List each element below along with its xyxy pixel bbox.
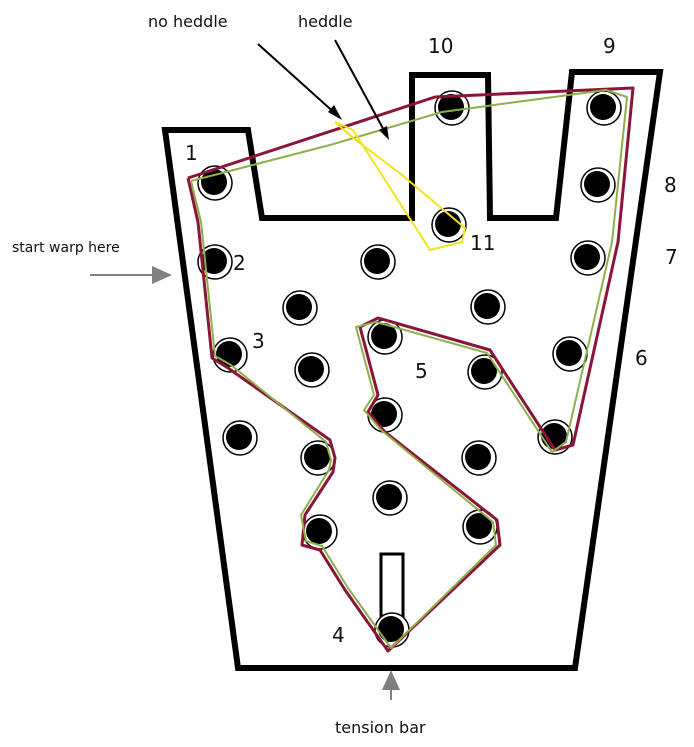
peg <box>465 444 491 470</box>
peg-number-11: 11 <box>470 231 495 255</box>
peg-number-6: 6 <box>635 346 648 370</box>
peg <box>435 211 461 237</box>
heddle-label: heddle <box>298 12 353 31</box>
warp-path-red <box>186 86 635 653</box>
peg <box>376 484 402 510</box>
peg-number-10: 10 <box>428 34 453 58</box>
peg <box>306 518 332 544</box>
peg <box>584 171 610 197</box>
no-heddle-arrowhead <box>328 105 342 120</box>
peg <box>556 340 582 366</box>
peg <box>541 423 567 449</box>
peg <box>466 513 492 539</box>
peg <box>574 244 600 270</box>
peg <box>226 424 252 450</box>
no-heddle-arrow <box>257 43 339 117</box>
peg-number-8: 8 <box>664 173 677 197</box>
heddle-arrow <box>334 39 387 135</box>
pegs <box>197 90 622 648</box>
peg <box>471 358 497 384</box>
peg <box>304 444 330 470</box>
peg <box>474 293 500 319</box>
peg-number-9: 9 <box>603 34 616 58</box>
tension-bar-label: tension bar <box>335 718 426 737</box>
peg <box>201 169 227 195</box>
peg <box>298 356 324 382</box>
peg-number-4: 4 <box>332 623 345 647</box>
peg <box>590 94 616 120</box>
peg-number-3: 3 <box>252 329 265 353</box>
peg <box>371 323 397 349</box>
peg-number-7: 7 <box>665 245 678 269</box>
start-warp-label: start warp here <box>12 240 120 256</box>
heddle-path <box>334 121 466 251</box>
board-frame <box>161 69 664 671</box>
start-warp-arrowhead <box>152 266 172 284</box>
peg-number-1: 1 <box>185 141 198 165</box>
peg <box>378 616 404 642</box>
peg <box>438 94 464 120</box>
warp-path-green <box>190 89 628 649</box>
tension-bar-arrowhead <box>382 670 400 690</box>
peg <box>371 401 397 427</box>
peg-number-2: 2 <box>233 251 246 275</box>
peg-number-5: 5 <box>415 359 428 383</box>
no-heddle-label: no heddle <box>148 12 228 31</box>
heddle-arrowhead <box>379 126 389 140</box>
peg <box>286 294 312 320</box>
peg <box>201 248 227 274</box>
peg <box>364 248 390 274</box>
